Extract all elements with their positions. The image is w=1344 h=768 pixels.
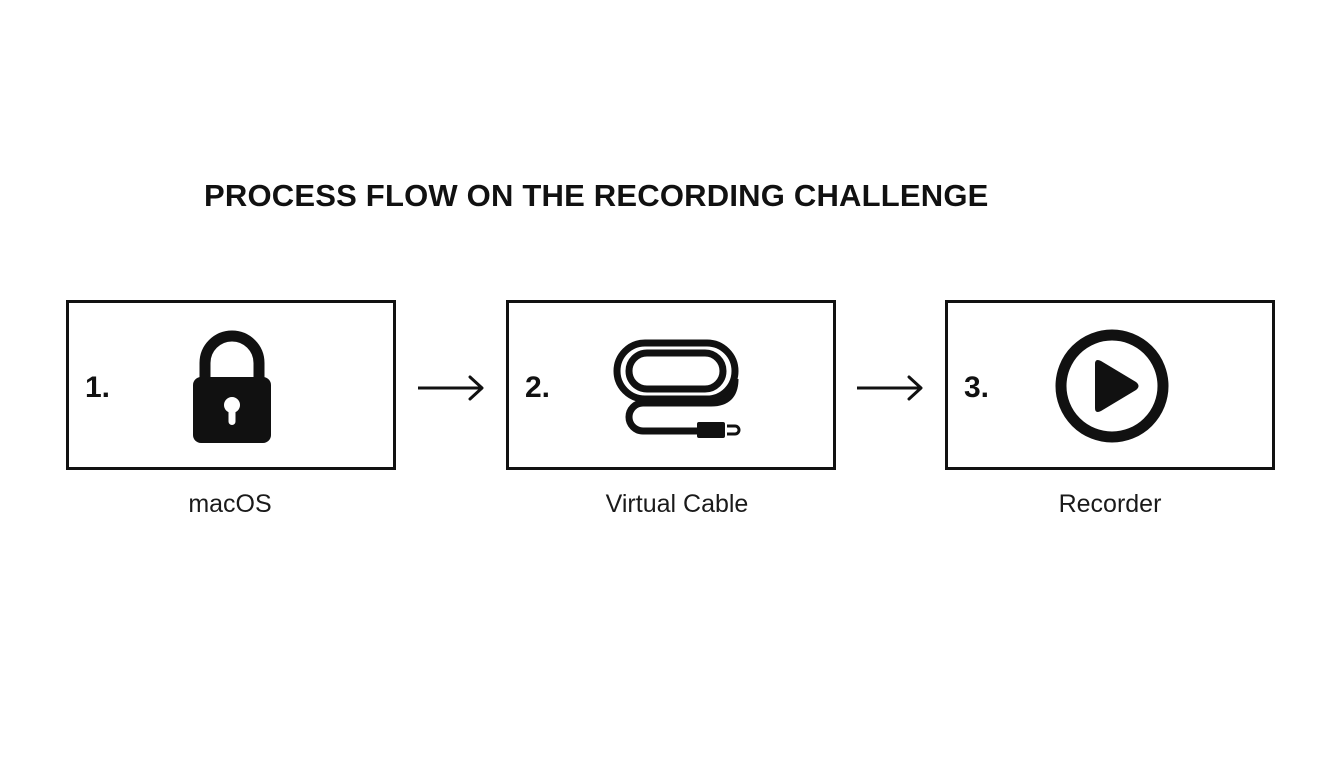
cable-icon — [613, 339, 741, 438]
diagram-title: PROCESS FLOW ON THE RECORDING CHALLENGE — [204, 178, 989, 213]
step-label: Virtual Cable — [605, 490, 749, 518]
lock-icon — [193, 330, 271, 443]
step-number: 1. — [85, 371, 111, 404]
step-label: macOS — [188, 490, 272, 518]
arrow-right-icon — [857, 375, 923, 401]
step-box-macos: 1. — [66, 300, 396, 470]
step-label: Recorder — [1058, 490, 1162, 518]
play-icon — [1055, 329, 1169, 443]
step-number: 3. — [964, 371, 990, 404]
arrow-right-icon — [418, 375, 484, 401]
step-number: 2. — [525, 371, 551, 404]
step-box-recorder: 3. — [945, 300, 1275, 470]
step-box-virtual-cable: 2. — [506, 300, 836, 470]
